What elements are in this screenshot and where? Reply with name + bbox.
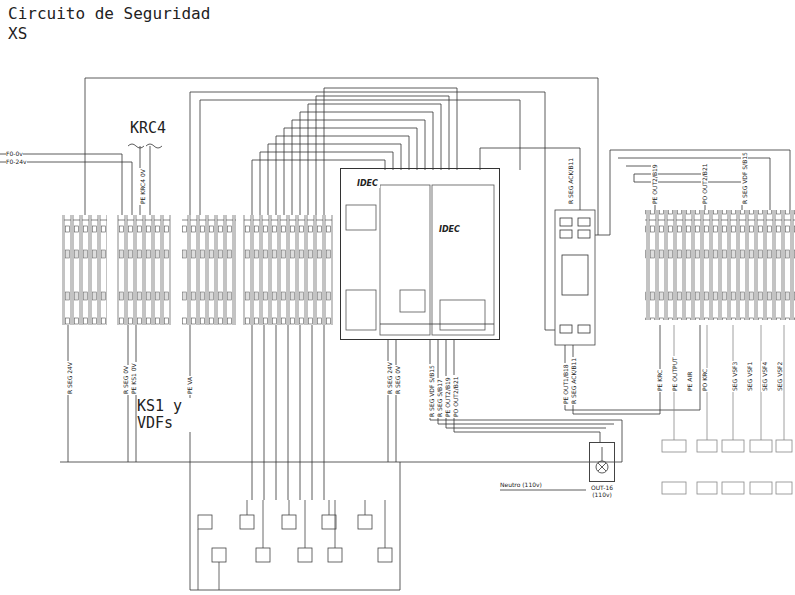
wire-label: R SEG VDF S/B15 xyxy=(741,151,748,205)
indicator-lamp: OUT-16 (110v) xyxy=(582,442,622,498)
wire-label: PE OUTPUT xyxy=(671,356,678,392)
wire-label: SEG VSF2 xyxy=(776,361,783,392)
wire-label: PO KRC xyxy=(701,368,708,392)
wire-label: SEG VSF3 xyxy=(731,361,738,392)
lamp-housing xyxy=(589,442,615,482)
annotation: KS1 y VDFs xyxy=(137,398,209,432)
wire-label: PE VA xyxy=(186,376,193,395)
lamp-symbol xyxy=(590,443,614,481)
wire-label: PE KS1 0V xyxy=(130,362,137,395)
wire-label: PE AIR xyxy=(686,371,693,392)
plc-module: IDEC IDEC xyxy=(340,168,500,340)
wire-label: PO OUT2/B21 xyxy=(701,162,708,205)
wire-label: PE KRC xyxy=(656,369,663,392)
wire-label: R SEG VDF S/B15 xyxy=(428,364,435,418)
wire-label: SEG VSF4 xyxy=(761,361,768,392)
annotation: KRC4 xyxy=(130,120,166,137)
wire-label: SEG VSF1 xyxy=(746,361,753,392)
wire-label: R SEG ACK/B11 xyxy=(567,157,574,205)
wire-label: PE OUT2/B19 xyxy=(651,163,658,205)
brand-logo: IDEC xyxy=(355,179,380,188)
wire-label: PE OUT2/B19 xyxy=(444,376,451,418)
diagram-title: Circuito de Seguridad XS xyxy=(8,4,223,44)
wire-label: R SEG 24V xyxy=(386,361,393,395)
annotation: Neutro (110v) xyxy=(500,481,542,489)
wire-label: R SEG S/B17 xyxy=(436,378,443,418)
wire-label: R SEG 0V xyxy=(394,365,401,395)
wire-label: R SEG 24V xyxy=(66,361,73,395)
brand-logo: IDEC xyxy=(437,225,462,234)
annotation: F0-0v xyxy=(6,150,23,158)
wire-label: PE OUT1/B18 xyxy=(562,363,569,405)
wire-label: PO OUT2/B21 xyxy=(452,375,459,418)
lamp-label: OUT-16 (110v) xyxy=(582,484,622,498)
wire-label: R SEG ACK/B11 xyxy=(570,357,577,405)
wire-label: PE KRC4 0V xyxy=(139,168,146,205)
wire-label: R SEG 0V xyxy=(122,365,129,395)
annotation: F0-24v xyxy=(6,158,27,166)
